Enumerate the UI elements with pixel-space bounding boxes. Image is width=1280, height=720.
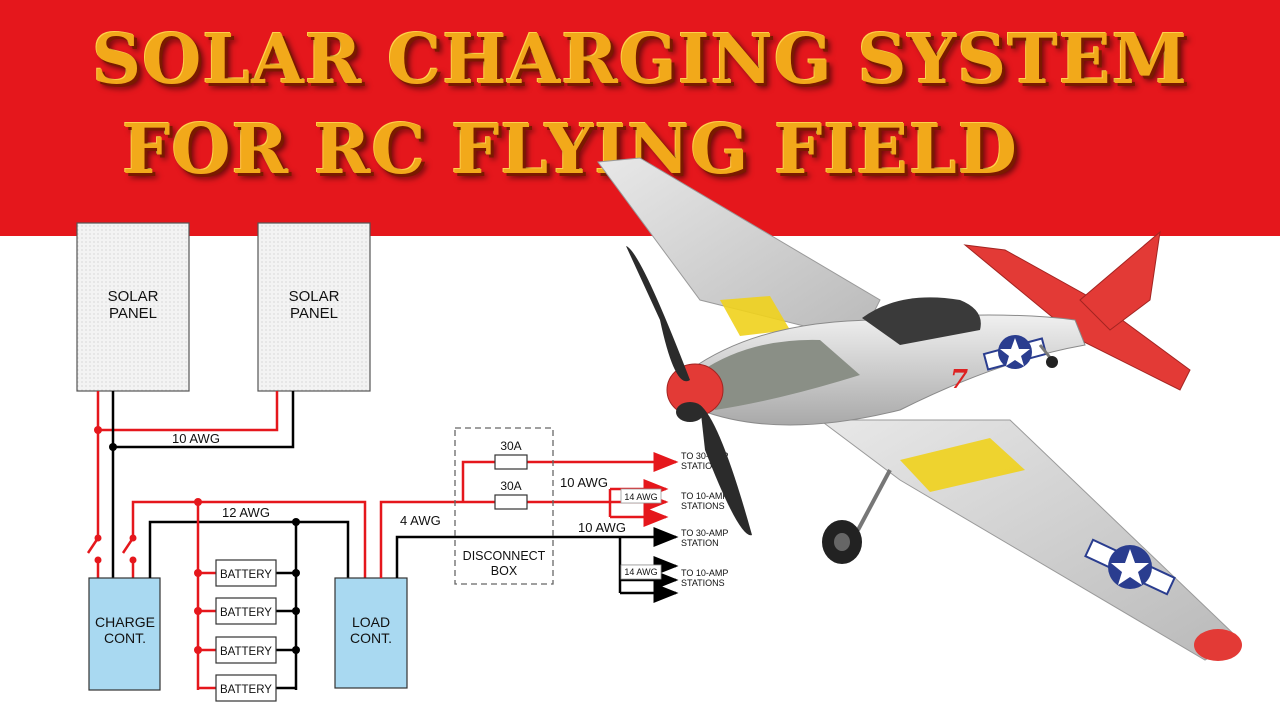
breaker-switches bbox=[86, 534, 137, 578]
solar-panel-left: SOLAR PANEL bbox=[76, 222, 190, 392]
battery-2: BATTERY bbox=[215, 597, 277, 625]
battery-4: BATTERY bbox=[215, 674, 277, 702]
solar-panel-left-label-1: SOLAR bbox=[108, 288, 159, 305]
title-line-1: SOLAR CHARGING SYSTEM bbox=[92, 20, 1188, 100]
output-4-line-2: STATIONS bbox=[681, 578, 725, 588]
wire-label-14awg-black: 14 AWG bbox=[620, 564, 662, 580]
load-controller: LOAD CONT. bbox=[334, 577, 408, 689]
fuse-30a-1: 30A bbox=[494, 439, 528, 470]
panel-wiring bbox=[94, 391, 295, 578]
fuse-30a-1-label: 30A bbox=[500, 439, 521, 453]
fuse-30a-2-label: 30A bbox=[500, 479, 521, 493]
battery-1: BATTERY bbox=[215, 559, 277, 587]
output-2-line-2: STATIONS bbox=[681, 501, 725, 511]
battery-4-label: BATTERY bbox=[220, 684, 272, 696]
output-1-line-1: TO 30-AMP bbox=[681, 451, 728, 461]
star-roundel-wing bbox=[1084, 538, 1176, 596]
output-1-line-2: STATION bbox=[681, 461, 719, 471]
output-label-30amp-black: TO 30-AMP STATION bbox=[681, 528, 728, 548]
rc-airplane-illustration: 7 bbox=[597, 157, 1242, 661]
solar-panel-left-label-2: PANEL bbox=[109, 305, 157, 322]
tail-number: 7 bbox=[950, 365, 968, 395]
wire-label-12awg: 12 AWG bbox=[222, 505, 270, 520]
charge-controller-label-1: CHARGE bbox=[95, 614, 155, 630]
solar-panel-right-label-1: SOLAR bbox=[289, 288, 340, 305]
battery-3-label: BATTERY bbox=[220, 646, 272, 658]
battery-1-label: BATTERY bbox=[220, 569, 272, 581]
wire-label-10awg-red: 10 AWG bbox=[560, 475, 608, 490]
wire-label-14awg-red-text: 14 AWG bbox=[624, 492, 657, 502]
wire-label-4awg: 4 AWG bbox=[400, 513, 441, 528]
output-label-10amp-black: TO 10-AMP STATIONS bbox=[681, 568, 728, 588]
load-controller-label-2: CONT. bbox=[350, 630, 392, 646]
wire-label-10awg-black: 10 AWG bbox=[578, 520, 626, 535]
charge-controller: CHARGE CONT. bbox=[88, 577, 161, 691]
output-label-30amp-red: TO 30-AMP STATION bbox=[681, 451, 728, 471]
solar-panel-right: SOLAR PANEL bbox=[257, 222, 371, 392]
load-controller-label-1: LOAD bbox=[352, 614, 390, 630]
wire-label-14awg-black-text: 14 AWG bbox=[624, 567, 657, 577]
output-label-10amp-red: TO 10-AMP STATIONS bbox=[681, 491, 728, 511]
output-3-line-2: STATION bbox=[681, 538, 719, 548]
wire-label-14awg-red: 14 AWG bbox=[620, 488, 662, 504]
output-3-line-1: TO 30-AMP bbox=[681, 528, 728, 538]
output-4-line-1: TO 10-AMP bbox=[681, 568, 728, 578]
battery-2-label: BATTERY bbox=[220, 607, 272, 619]
disconnect-box-label-2: BOX bbox=[491, 564, 518, 578]
charge-controller-label-2: CONT. bbox=[104, 630, 146, 646]
title-line-2: FOR RC FLYING FIELD bbox=[122, 110, 1018, 190]
battery-bus-wiring bbox=[131, 498, 367, 690]
fuse-30a-2: 30A bbox=[494, 479, 528, 510]
disconnect-box-label-1: DISCONNECT bbox=[463, 549, 546, 563]
disconnect-box: DISCONNECT BOX bbox=[454, 427, 554, 585]
wire-label-10awg-panels: 10 AWG bbox=[172, 431, 220, 446]
battery-3: BATTERY bbox=[215, 636, 277, 664]
output-2-line-1: TO 10-AMP bbox=[681, 491, 728, 501]
star-roundel-body bbox=[982, 335, 1048, 371]
solar-panel-right-label-2: PANEL bbox=[290, 305, 338, 322]
